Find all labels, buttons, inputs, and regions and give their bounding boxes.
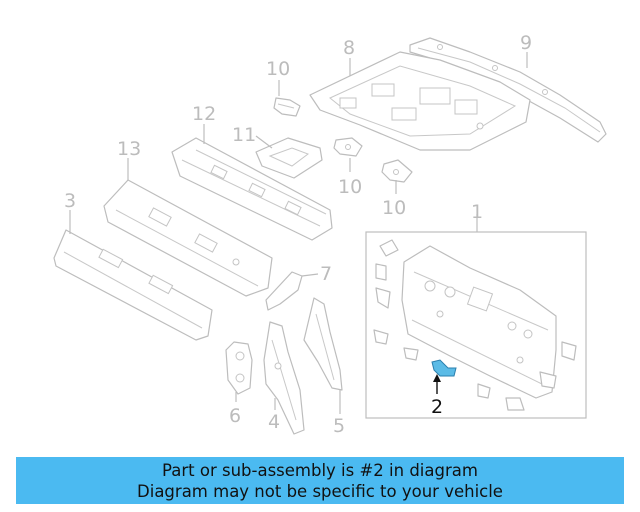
part-6-bracket[interactable] — [225, 341, 253, 395]
callout-7: 7 — [320, 263, 332, 285]
banner-line-1: Part or sub-assembly is #2 in diagram — [162, 460, 478, 480]
callout-6: 6 — [229, 405, 241, 427]
part-1-rear-panel[interactable] — [373, 239, 577, 411]
callout-9: 9 — [520, 32, 532, 54]
callout-8: 8 — [343, 37, 355, 59]
callout-11: 11 — [232, 124, 256, 146]
callout-2: 2 — [431, 396, 443, 418]
part-5-reinforcement[interactable] — [303, 297, 343, 391]
part-11-bracket[interactable] — [255, 137, 323, 179]
part-12-cross-member[interactable] — [171, 137, 333, 241]
callout-13: 13 — [117, 138, 141, 160]
callout-10-right: 10 — [382, 197, 406, 219]
callout-5: 5 — [333, 415, 345, 437]
banner-line-2: Diagram may not be specific to your vehi… — [137, 481, 503, 501]
callout-12: 12 — [192, 103, 216, 125]
part-10-clip-right[interactable] — [381, 159, 413, 183]
callout-10-upper: 10 — [266, 58, 290, 80]
callout-3: 3 — [64, 190, 76, 212]
callout-labels: 8 9 10 10 10 11 12 13 3 7 6 4 5 1 2 — [64, 32, 532, 437]
part-8-parcel-shelf[interactable] — [309, 51, 531, 151]
part-2-bracket-highlighted[interactable] — [431, 359, 457, 377]
part-10-clip-upper[interactable] — [273, 97, 301, 117]
part-4-reinforcement[interactable] — [263, 321, 305, 435]
part-1-inset-frame — [365, 231, 587, 419]
part-10-clip-middle[interactable] — [333, 137, 363, 157]
callout-1: 1 — [471, 201, 483, 223]
leader-lines — [69, 52, 528, 414]
part-3-lower-cross-member[interactable] — [53, 229, 213, 341]
callout-10-middle: 10 — [338, 176, 362, 198]
part-7-gusset[interactable] — [265, 271, 303, 311]
info-banner: Part or sub-assembly is #2 in diagram Di… — [16, 457, 624, 504]
callout-4: 4 — [268, 411, 280, 433]
